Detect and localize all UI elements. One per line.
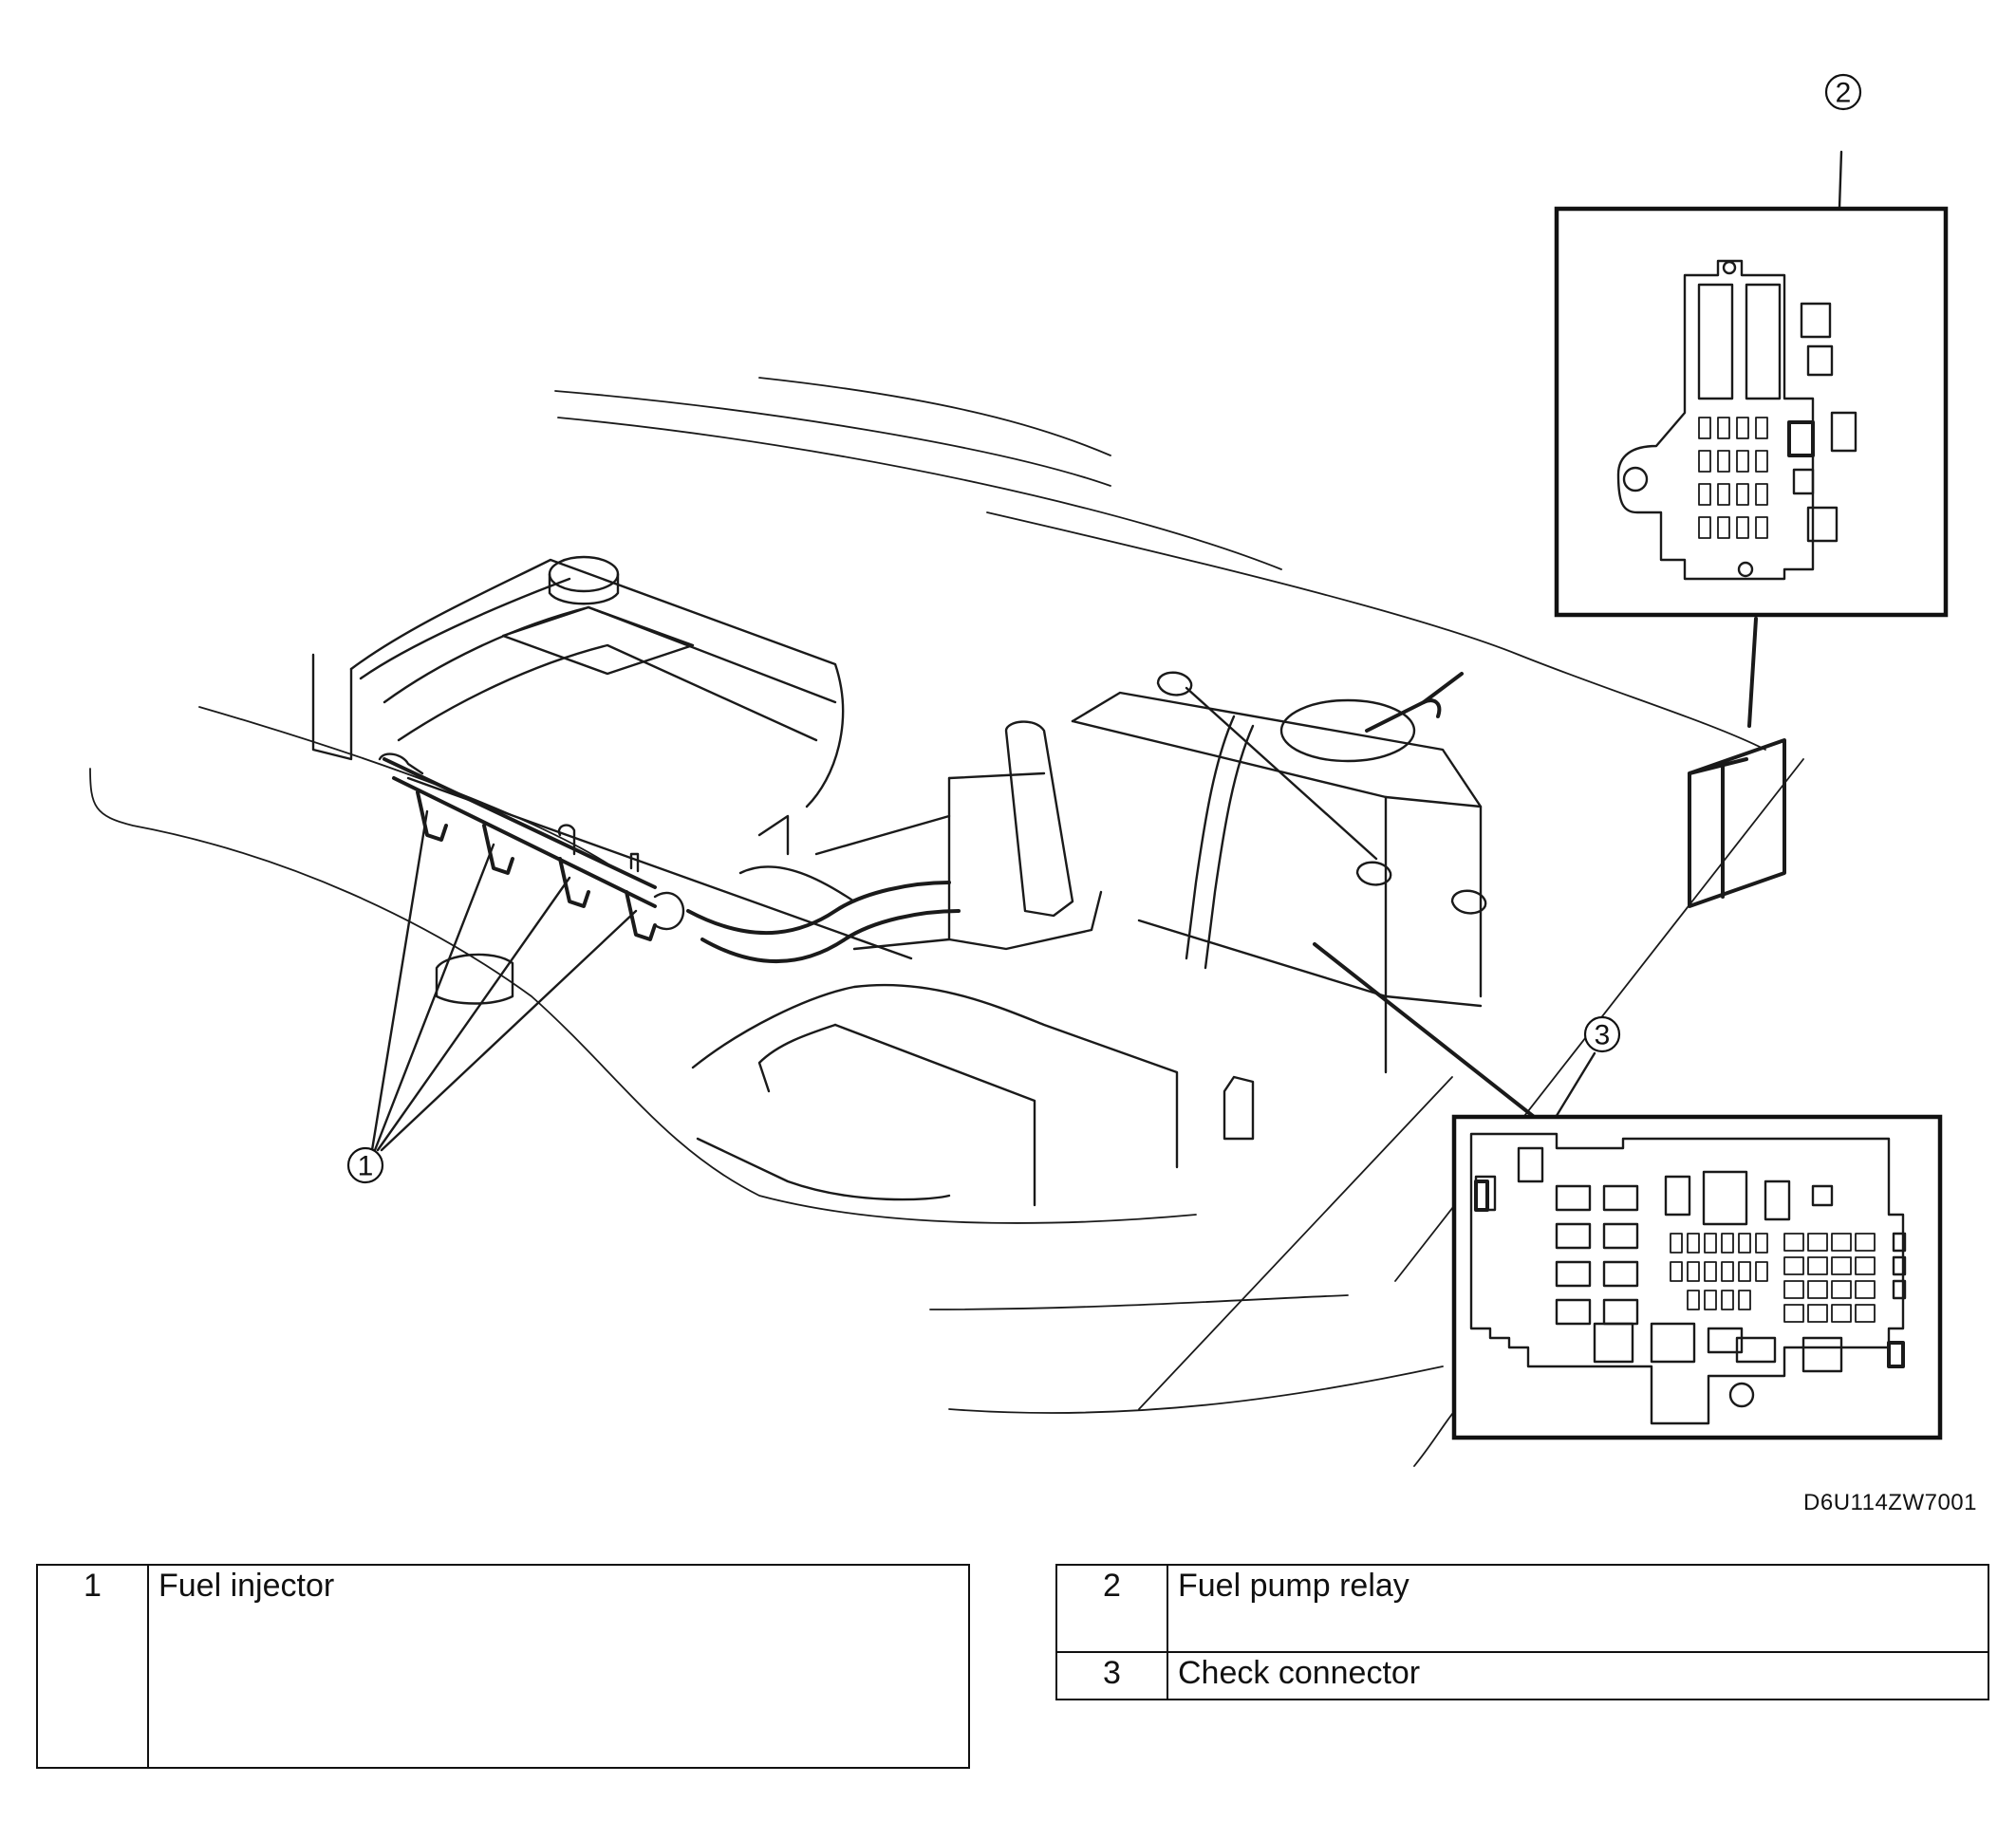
figure-code: D6U114ZW7001 — [1803, 1490, 1977, 1515]
relay-box — [1688, 738, 1786, 908]
engine-compartment-diagram: 1 2 3 — [89, 73, 1949, 1467]
fuel-hose — [686, 814, 961, 964]
fuel-rail — [378, 752, 685, 941]
legend-number: 2 — [1055, 1564, 1168, 1653]
cylinder-head-cover — [311, 555, 913, 1005]
legend-number: 3 — [1055, 1651, 1168, 1700]
callout-3: 3 — [1583, 1015, 1621, 1053]
callout-3-label: 3 — [1595, 1020, 1611, 1051]
legend-table-right: 2 Fuel pump relay 3 Check connector — [1055, 1564, 1989, 1700]
legend-description: Check connector — [1167, 1651, 1989, 1700]
fuse-grid — [1698, 417, 1768, 539]
legend-table-left: 1 Fuel injector — [36, 1564, 970, 1769]
fuse-grid — [1670, 1233, 1876, 1323]
inset-fuse-block — [1451, 1114, 1943, 1440]
legend-description: Fuel pump relay — [1167, 1564, 1989, 1653]
legend-number: 1 — [36, 1564, 149, 1769]
bracket — [1223, 889, 1487, 1141]
callout-1-label: 1 — [358, 1151, 374, 1182]
inset-relay-box — [1554, 206, 1949, 618]
air-cleaner — [691, 720, 1179, 1207]
fuel-injector — [416, 790, 657, 941]
legend-row: 3 Check connector — [1055, 1651, 1989, 1700]
legend-row: 2 Fuel pump relay — [1055, 1564, 1989, 1653]
callout-1: 1 — [346, 1146, 384, 1184]
battery — [1071, 671, 1483, 1074]
callout-2: 2 — [1824, 73, 1862, 111]
legend-row: 1 Fuel injector — [36, 1564, 970, 1769]
reservoir — [1185, 672, 1464, 970]
legend-description: Fuel injector — [147, 1564, 970, 1769]
callout-2-label: 2 — [1836, 78, 1852, 109]
